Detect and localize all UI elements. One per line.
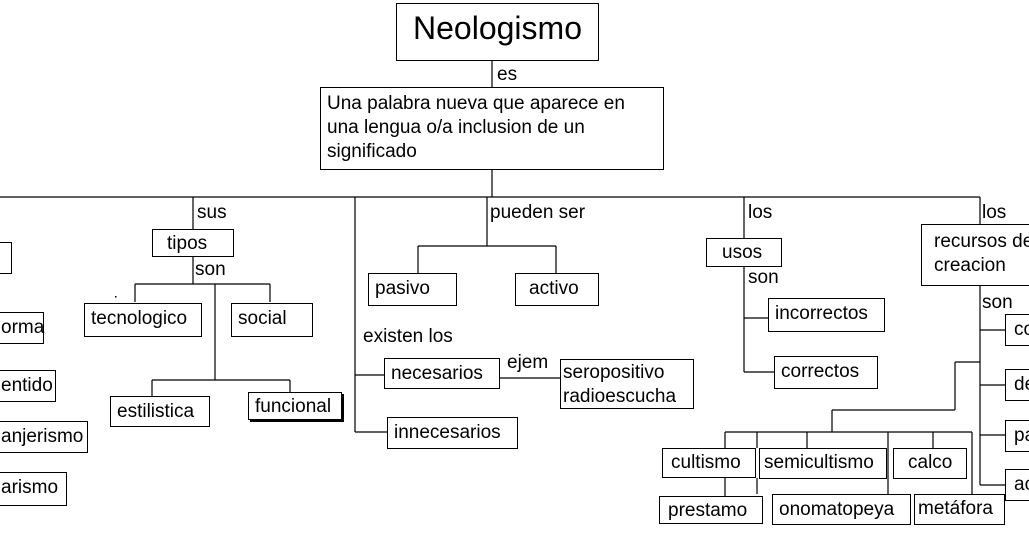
necesarios-node: necesarios: [384, 358, 500, 389]
right-node-ac: ac: [1005, 469, 1029, 501]
incorrectos-node: incorrectos: [768, 298, 885, 332]
ejem-label: ejem: [507, 352, 549, 373]
ejemplos-node: seropositivo radioescucha: [560, 359, 694, 409]
calco-node: calco: [893, 448, 967, 479]
existen-los-label: existen los: [363, 326, 453, 347]
onomatopeya-node: onomatopeya: [772, 494, 911, 525]
right-node-de: de: [1005, 369, 1029, 401]
left-node-sentido: entido: [0, 370, 56, 402]
semicultismo-node: semicultismo: [759, 448, 887, 479]
left-clipped-node: [0, 242, 12, 274]
root-node: Neologismo: [396, 3, 599, 61]
prestamo-node: prestamo: [659, 496, 763, 524]
correctos-node: correctos: [774, 356, 878, 389]
tecnologico-node: tecnologico: [84, 303, 202, 337]
cultismo-node: cultismo: [662, 448, 756, 478]
recursos-son-label: son: [982, 292, 1013, 313]
right-node-pa: pa: [1005, 420, 1029, 452]
left-node-barbarismo: arismo: [0, 472, 67, 506]
pasivo-node: pasivo: [368, 273, 457, 306]
estilistica-node: estilistica: [110, 396, 210, 427]
innecesarios-node: innecesarios: [387, 417, 518, 449]
es-label: es: [497, 64, 518, 85]
los-usos-label: los: [748, 202, 773, 223]
los-recursos-label: los: [982, 202, 1007, 223]
right-node-co: co: [1005, 314, 1029, 346]
pueden-ser-label: pueden ser: [490, 202, 586, 223]
usos-son-label: son: [748, 267, 779, 288]
definition-node: Una palabra nueva que aparece en una len…: [320, 87, 664, 170]
funcional-node: funcional: [248, 392, 342, 420]
sus-label: sus: [197, 202, 227, 223]
activo-node: activo: [515, 273, 599, 306]
recursos-node: recursos de creacion: [921, 224, 1029, 286]
left-node-forma: orma: [0, 312, 44, 344]
tipos-node: tipos: [152, 229, 234, 257]
left-node-extranjerismo: anjerismo: [0, 421, 88, 453]
social-node: social: [231, 303, 313, 337]
metafora-node: metáfora: [914, 494, 1005, 525]
usos-node: usos: [706, 238, 782, 267]
tipos-son-label: son: [195, 259, 226, 280]
